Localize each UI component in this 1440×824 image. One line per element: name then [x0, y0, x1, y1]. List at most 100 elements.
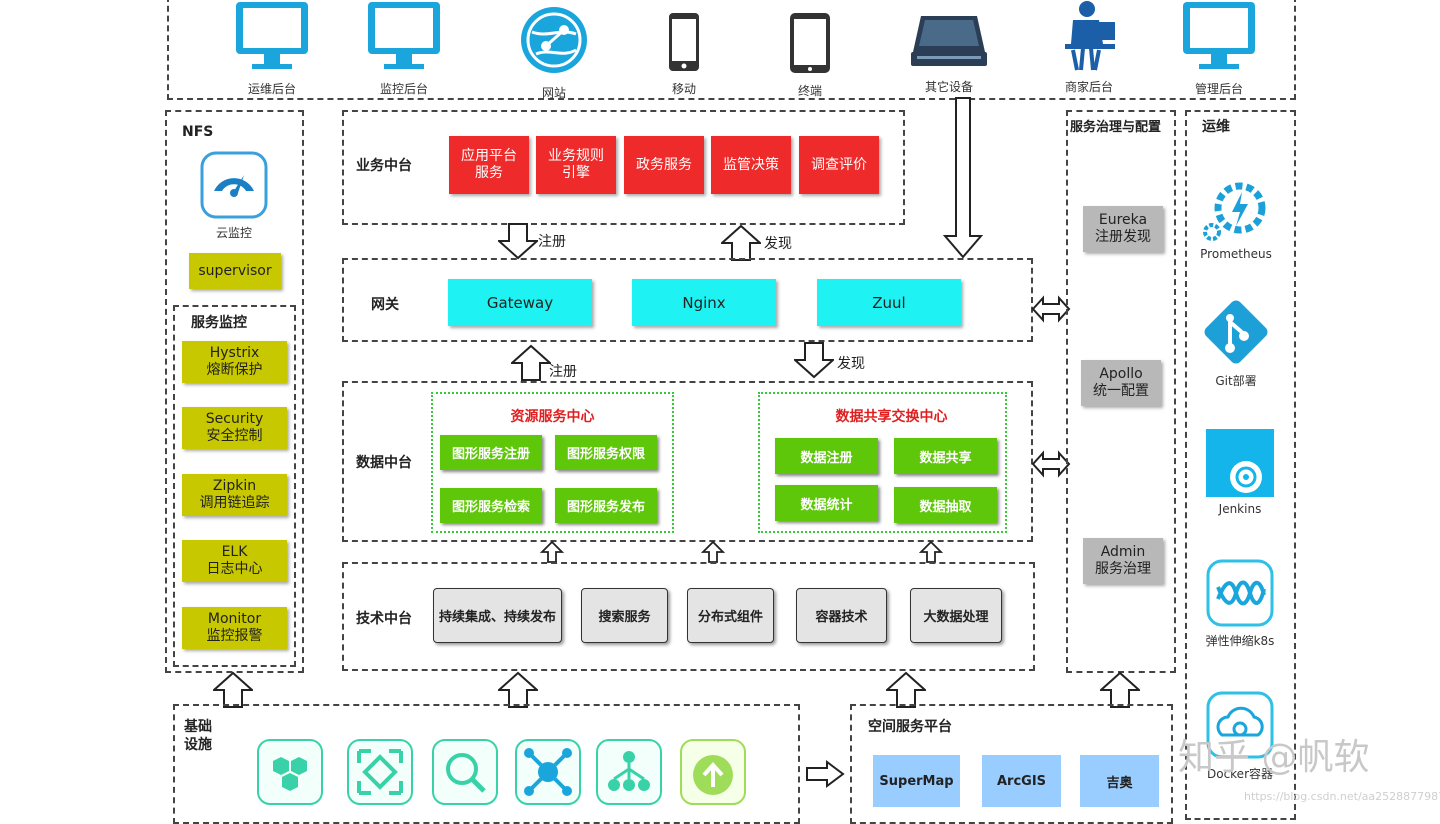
device-label: 管理后台 [1194, 82, 1243, 96]
prometheus-icon [1203, 182, 1266, 241]
business-item: 政务服务 [624, 136, 704, 194]
double-arrow-icon [1031, 295, 1071, 323]
small-up-arrow-icon [701, 541, 725, 563]
operator-icon [1065, 1, 1115, 71]
jenkins-icon [1206, 429, 1274, 497]
tablet-icon [790, 13, 830, 73]
box-line1: Apollo [1099, 366, 1143, 382]
share-tree-icon [596, 739, 662, 805]
box-line1: 政务服务 [636, 156, 692, 173]
phone-icon [669, 13, 699, 71]
service-monitor-title: 服务监控 [191, 315, 247, 331]
tech-item: 搜索服务 [581, 588, 668, 643]
governance-panel [1066, 110, 1176, 673]
tech-title: 技术中台 [356, 611, 412, 627]
hystrix-box: Hystrix 熔断保护 [182, 341, 287, 383]
cloud-monitor-label: 云监控 [215, 226, 252, 240]
cloud-monitor-icon [200, 151, 268, 219]
tech-panel [342, 562, 1035, 671]
network-hub-icon [515, 739, 581, 805]
discover-label: 发现 [764, 236, 792, 252]
device-label: 终端 [797, 84, 822, 98]
business-item: 业务规则 引擎 [536, 136, 616, 194]
gateway-panel [342, 258, 1033, 342]
monitor-icon [236, 2, 308, 69]
spatial-title: 空间服务平台 [868, 719, 952, 735]
monitor-icon [1183, 2, 1255, 69]
search-cycle-icon [432, 739, 498, 805]
resource-item: 图形服务注册 [440, 435, 542, 470]
box-line1: Security [205, 411, 264, 427]
gateway-item: Nginx [632, 279, 776, 326]
git-icon [1204, 300, 1268, 364]
ops-label: Prometheus [1200, 247, 1272, 261]
gateway-item: Gateway [448, 279, 592, 326]
box-line2: 调用链追踪 [199, 495, 270, 511]
discover-label: 发现 [837, 356, 865, 372]
right-arrow-icon [806, 760, 845, 788]
infra-title-2: 设施 [184, 737, 212, 753]
docker-icon [1206, 691, 1274, 759]
resource-item: 图形服务发布 [555, 488, 657, 523]
watermark-url: https://blog.csdn.net/aa2528877987 [1244, 790, 1440, 803]
box-line1: 调查评价 [811, 156, 867, 173]
long-down-arrow-icon [942, 97, 984, 259]
resource-center-title: 资源服务中心 [510, 409, 595, 425]
device-bar [167, 0, 1296, 100]
box-line2: 统一配置 [1093, 383, 1149, 399]
zipkin-box: Zipkin 调用链追踪 [182, 474, 287, 516]
device-monitor-backend: 监控后台 [349, 2, 459, 97]
small-up-arrow-icon [540, 541, 564, 563]
double-arrow-icon [1031, 450, 1071, 478]
box-line2: 监控报警 [206, 628, 263, 644]
data-panel [342, 381, 1033, 542]
device-label: 商家后台 [1064, 80, 1113, 94]
apollo-box: Apollo 统一配置 [1081, 360, 1161, 406]
device-label: 运维后台 [247, 82, 296, 96]
box-line2: 引擎 [562, 165, 590, 181]
business-title: 业务中台 [356, 158, 412, 174]
device-label: 监控后台 [379, 82, 428, 96]
box-line2: 熔断保护 [206, 362, 263, 378]
elk-box: ELK 日志中心 [182, 540, 287, 582]
device-other: 其它设备 [894, 12, 1004, 95]
box-line2: 安全控制 [206, 428, 263, 444]
box-line1: Zipkin [212, 478, 257, 494]
resource-item: 图形服务权限 [555, 435, 657, 470]
up-arrow-icon [511, 345, 551, 381]
device-mobile: 移动 [629, 12, 739, 97]
spatial-item: ArcGIS [982, 755, 1061, 807]
eureka-box: Eureka 注册发现 [1083, 206, 1163, 252]
service-monitor-panel [173, 305, 296, 667]
exchange-item: 数据共享 [894, 438, 997, 474]
spatial-item: 吉奥 [1080, 755, 1159, 807]
governance-title: 服务治理与配置 [1070, 120, 1162, 135]
tech-item: 分布式组件 [687, 588, 774, 643]
device-label: 其它设备 [924, 80, 973, 94]
security-box: Security 安全控制 [182, 407, 287, 449]
business-item: 监管决策 [711, 136, 791, 194]
exchange-item: 数据抽取 [894, 487, 997, 523]
device-website: 网站 [499, 4, 609, 101]
small-up-arrow-icon [919, 541, 943, 563]
business-item: 应用平台 服务 [449, 136, 529, 194]
watermark-text: 知乎 @帆软 [1178, 737, 1370, 778]
device-label: 移动 [671, 82, 696, 96]
globe-icon [521, 7, 587, 73]
hexagon-cluster-icon [257, 739, 323, 805]
infra-title-1: 基础 [184, 719, 212, 735]
k8s-icon [1206, 559, 1274, 627]
scanner-icon [911, 16, 987, 66]
monitor-box: Monitor 监控报警 [182, 607, 287, 649]
nfs-panel [165, 110, 304, 673]
down-arrow-icon [794, 342, 834, 378]
data-title: 数据中台 [356, 455, 412, 471]
down-arrow-icon [498, 223, 538, 259]
upload-leaf-icon [680, 739, 746, 805]
device-merchant-backend: 商家后台 [1034, 0, 1144, 95]
frame-icon [347, 739, 413, 805]
monitor-icon [368, 2, 440, 69]
box-line1: 监管决策 [723, 156, 779, 173]
box-line1: ELK [221, 544, 248, 560]
device-ops-backend: 运维后台 [217, 2, 327, 97]
